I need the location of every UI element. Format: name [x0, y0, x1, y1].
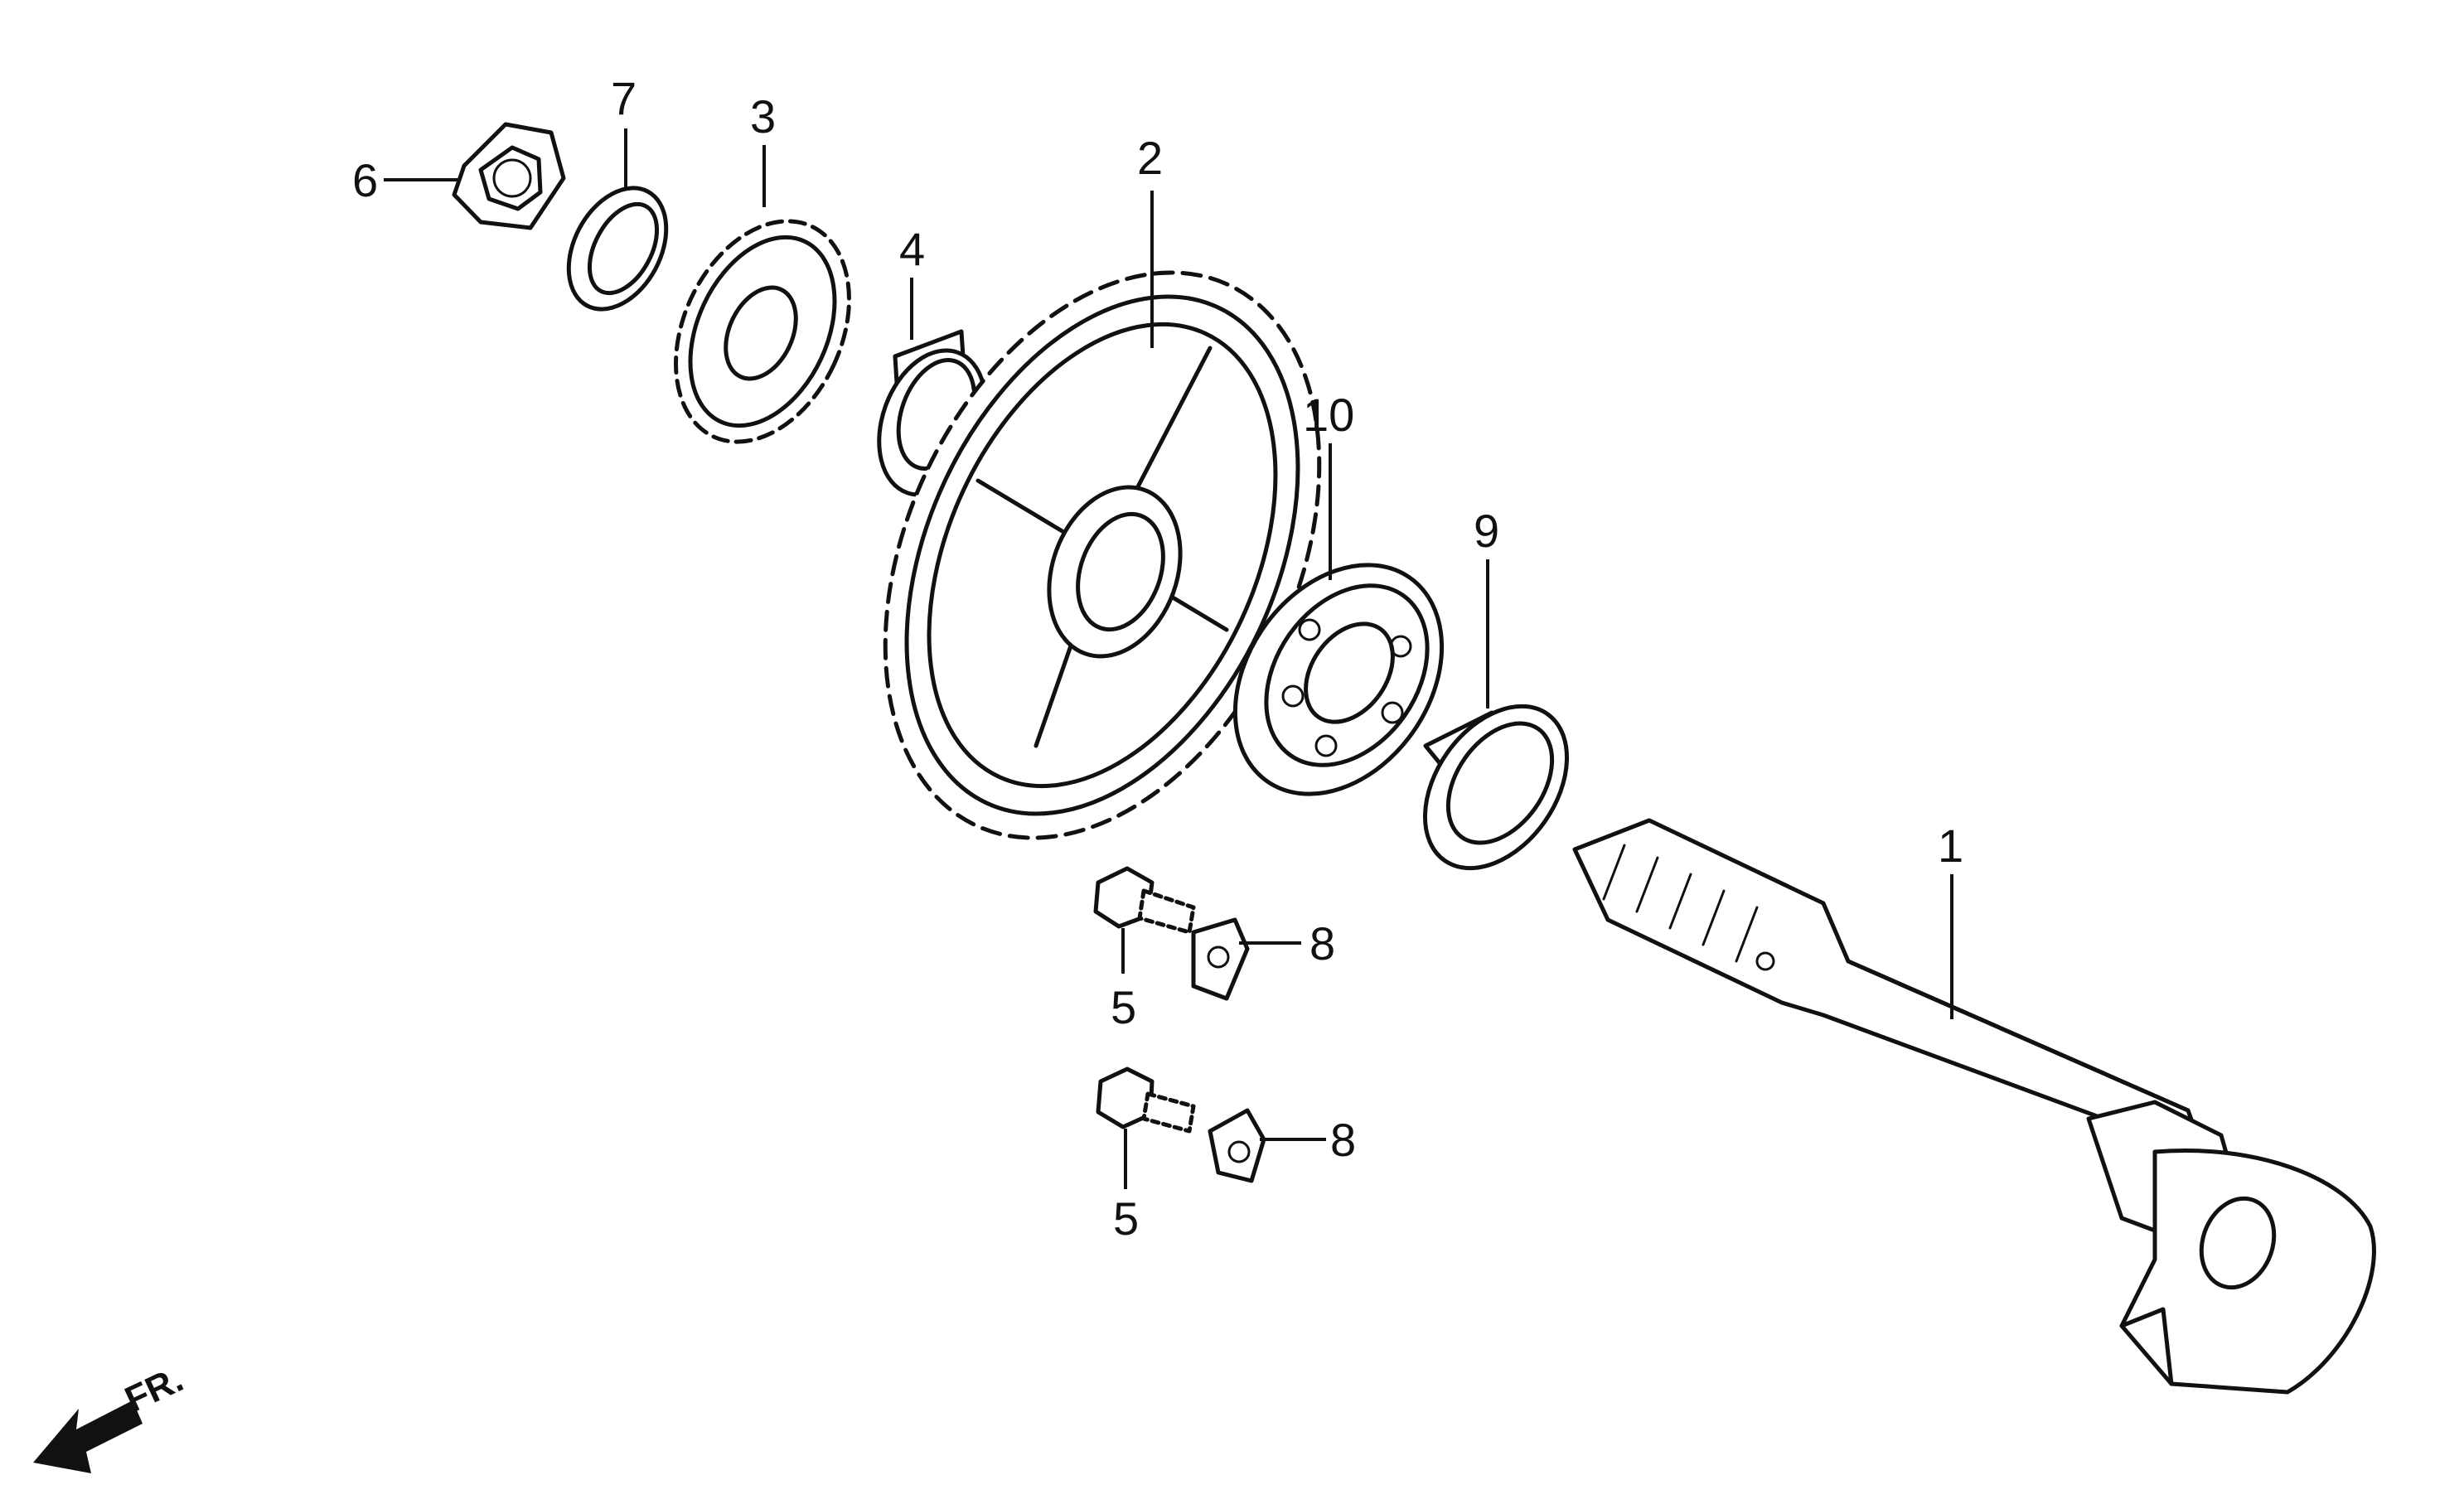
part-2-large-gear: [883, 270, 1322, 840]
callout-6: 6: [352, 154, 378, 206]
part-3-sprocket: [674, 219, 851, 444]
front-direction-indicator: FR.: [33, 1359, 189, 1473]
front-arrow-icon: [33, 1400, 143, 1473]
part-5-bolt-upper: [1093, 866, 1196, 935]
callout-7: 7: [611, 72, 637, 124]
part-8-clip-upper: [1191, 917, 1250, 1001]
part-7-washer: [566, 186, 669, 312]
part-9-needle-bearing: [1422, 704, 1570, 871]
part-6-hex-nut: [452, 122, 566, 230]
callout-1: 1: [1938, 820, 1963, 872]
callout-3: 3: [750, 90, 776, 143]
callout-8-lower: 8: [1330, 1114, 1356, 1166]
callout-8-upper: 8: [1309, 917, 1335, 970]
callout-4: 4: [899, 223, 925, 275]
part-8-clip-lower: [1208, 1108, 1266, 1183]
callout-10: 10: [1303, 389, 1354, 441]
part-10-ball-bearing: [1232, 563, 1445, 796]
callout-5-upper: 5: [1111, 981, 1136, 1033]
callout-9: 9: [1474, 505, 1499, 557]
callout-2: 2: [1137, 132, 1163, 184]
callout-5-lower: 5: [1113, 1192, 1139, 1245]
part-5-bolt-lower: [1096, 1066, 1196, 1134]
part-1-kickstarter-shaft: [1572, 818, 2376, 1395]
